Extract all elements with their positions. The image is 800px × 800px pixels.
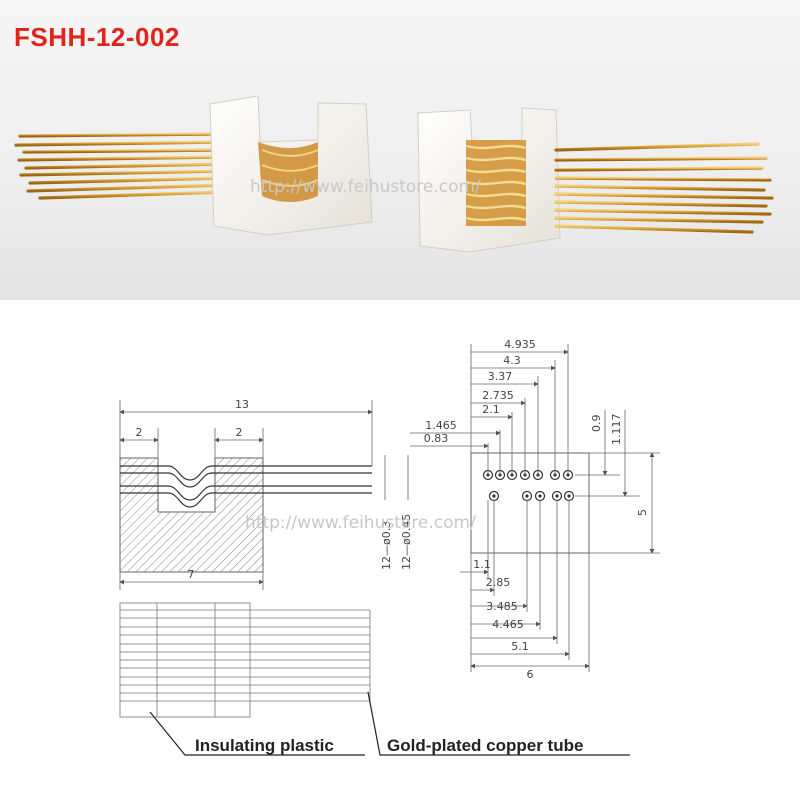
product-photo: http://www.feihustore.com/ xyxy=(0,0,800,300)
product-title: FSHH-12-002 xyxy=(14,22,180,52)
dim-pin-spec-top: 12—ø0.3 xyxy=(380,521,393,570)
dim-top-083: 0.83 xyxy=(424,432,449,445)
dim-bottom-51: 5.1 xyxy=(511,640,529,653)
dim-top-337: 3.37 xyxy=(488,370,513,383)
dim-body-length: 7 xyxy=(188,568,195,581)
dim-top-1465: 1.465 xyxy=(425,419,457,432)
end-view-top-dimensions xyxy=(410,344,569,475)
dim-bottom-285: 2.85 xyxy=(486,576,511,589)
dim-right-09: 0.9 xyxy=(590,415,603,433)
dim-height-5: 5 xyxy=(636,509,649,516)
callout-leaders xyxy=(149,691,630,756)
left-connector-housing xyxy=(209,95,373,236)
label-gold-plated-tube: Gold-plated copper tube xyxy=(387,736,583,755)
dim-right-slot: 2 xyxy=(236,426,243,439)
label-insulating-plastic: Insulating plastic xyxy=(195,736,334,755)
dim-bottom-4465: 4.465 xyxy=(492,618,524,631)
dim-right-1117: 1.117 xyxy=(610,414,623,446)
top-view xyxy=(119,602,371,718)
left-connector-pins xyxy=(14,126,227,200)
side-view-dimensions xyxy=(119,400,409,590)
right-connector-housing xyxy=(417,107,561,253)
end-view-right-dimensions xyxy=(575,410,660,554)
dim-pin-spec-bottom: 12—ø0.45 xyxy=(400,514,413,570)
dim-bottom-3485: 3.485 xyxy=(486,600,518,613)
dim-overall-length: 13 xyxy=(235,398,249,411)
drawing-watermark: http://www.feihustore.com/ xyxy=(245,513,476,533)
dim-bottom-11: 1.1 xyxy=(473,558,491,571)
right-connector-pins xyxy=(554,142,774,234)
end-view-bottom-dimensions xyxy=(460,500,590,672)
technical-drawing: 13 2 2 7 12—ø0.3 12—ø0.45 xyxy=(119,338,660,756)
end-view xyxy=(470,452,590,554)
dim-left-slot: 2 xyxy=(136,426,143,439)
dim-top-4935: 4.935 xyxy=(504,338,536,351)
dim-top-2735: 2.735 xyxy=(482,389,514,402)
photo-watermark: http://www.feihustore.com/ xyxy=(250,177,481,197)
dim-width-6: 6 xyxy=(527,668,534,681)
dim-top-43: 4.3 xyxy=(503,354,521,367)
dim-top-21: 2.1 xyxy=(482,403,500,416)
